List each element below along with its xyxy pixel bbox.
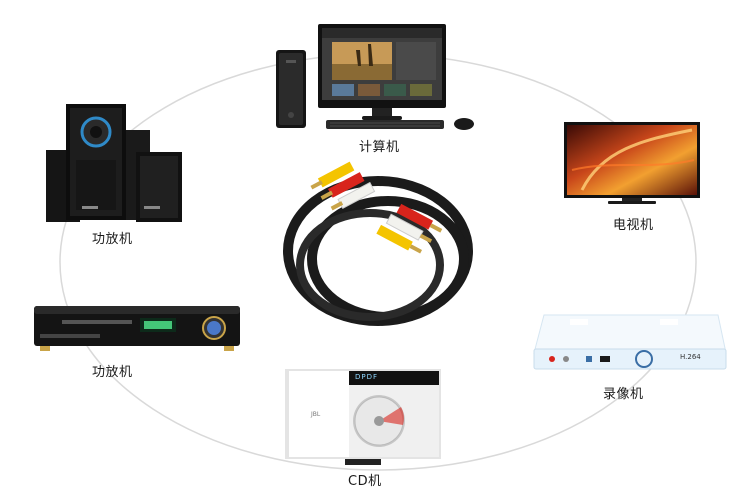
cd-brand-text: JBL [311, 411, 321, 418]
desktop-computer-icon [276, 24, 474, 130]
speaker-system-icon [46, 104, 182, 222]
cd-player-icon [285, 369, 441, 465]
amp-speakers-label: 功放机 [92, 232, 133, 247]
video-recorder-icon [533, 314, 727, 370]
cd-display-text: DPDF [355, 373, 379, 381]
recorder-label: 录像机 [603, 387, 644, 402]
video-recorder-body: H.264 [530, 313, 730, 375]
av-receiver-icon [34, 306, 240, 351]
television-icon [564, 122, 700, 204]
tv-label: 电视机 [613, 218, 654, 233]
recorder-model-text: H.264 [680, 353, 701, 361]
computer-label: 计算机 [359, 140, 400, 155]
rca-cable-icon [283, 161, 473, 326]
amp-receiver-label: 功放机 [92, 365, 133, 380]
cd-player-body: JBL DPDF [283, 369, 443, 465]
cd-label: CD机 [348, 474, 382, 489]
